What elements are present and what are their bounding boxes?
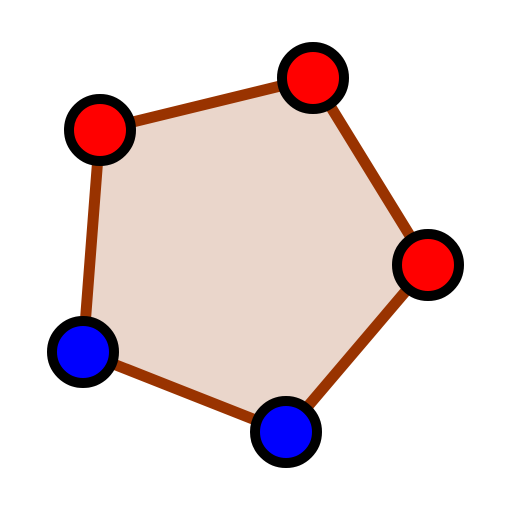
vertex-v4 — [250, 396, 322, 468]
vertex-v2 — [277, 42, 349, 114]
pentagon-shape — [77, 72, 434, 438]
vertex-v5 — [47, 316, 119, 388]
vertex-v3 — [392, 229, 464, 301]
vertex-v1 — [64, 94, 136, 166]
